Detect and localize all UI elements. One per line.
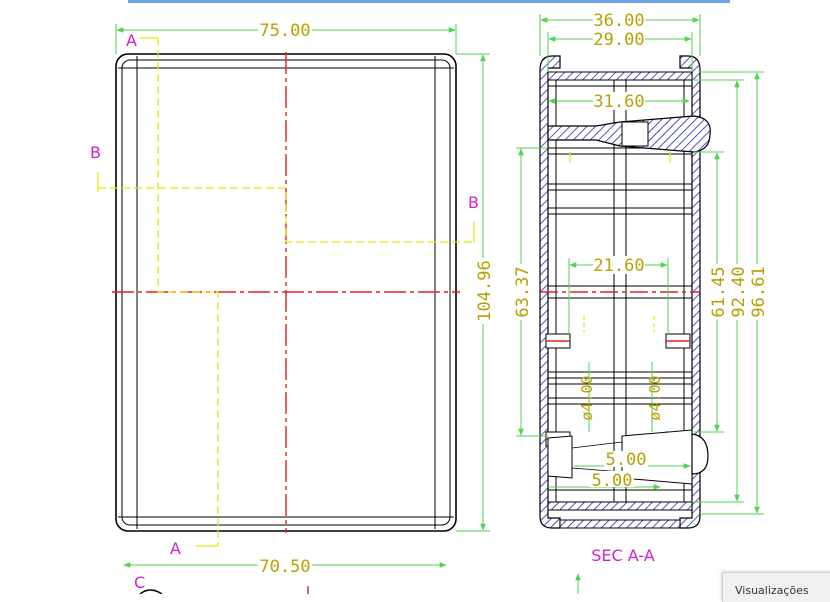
- section-top-plate: [547, 71, 693, 81]
- screw-boss-bottom: [547, 435, 573, 479]
- sec-dim-h2-label: 92.40: [729, 266, 749, 317]
- dim-text-bg-height: [474, 258, 492, 324]
- sec-dim-bg-h2: [728, 264, 746, 320]
- dim-text-bg-inner-width: [258, 554, 312, 572]
- sec-dim-wall-height-label: 63.37: [513, 266, 533, 317]
- sec-dim-boss-span-label: 31.60: [593, 92, 644, 112]
- dim-inner-width-label: 70.50: [259, 557, 310, 577]
- section-mark-b-left: B: [90, 143, 101, 162]
- sec-dim-hole-left-label: ø4.00: [578, 375, 596, 420]
- sec-dim-step-2-label: 5.00: [592, 471, 633, 491]
- sec-dim-h3-label: 96.61: [749, 266, 769, 317]
- section-title: SEC A-A: [591, 546, 655, 565]
- sec-dim-bg-boss-span: [593, 92, 645, 110]
- section-wall-right: [679, 55, 701, 529]
- sec-dim-outer-width-label: 36.00: [593, 11, 644, 31]
- sec-dim-inner-width-label: 29.00: [593, 30, 644, 50]
- dim-width-label: 75.00: [259, 21, 310, 41]
- sec-dim-step-1-label: 5.00: [606, 450, 647, 470]
- sec-dim-pin-span-label: 21.60: [593, 256, 644, 276]
- views-tooltip[interactable]: Visualizações: [722, 572, 830, 602]
- section-mark-a-top: A: [126, 31, 137, 50]
- sec-dim-h1-label: 61.45: [709, 266, 729, 317]
- sec-dim-bg-step-1: [604, 451, 648, 467]
- dim-height-label: 104.96: [475, 260, 495, 321]
- front-view: 75.00 104.96 70.50 A A B B C: [90, 20, 495, 594]
- section-bottom-plate: [547, 501, 693, 511]
- sec-dim-bg-step-2: [590, 471, 634, 487]
- section-view: 36.00 29.00 31.60 21.60 63.37 61.45: [307, 11, 769, 594]
- sec-dim-bg-wall-height: [512, 264, 530, 320]
- screw-hidden-bottom: [571, 441, 623, 449]
- sec-dim-bg-outer-width: [593, 11, 645, 29]
- sec-dim-bg-inner-width: [593, 30, 645, 48]
- section-wall-left: [539, 55, 561, 529]
- section-mark-a-bottom: A: [170, 539, 181, 558]
- pin-pockets: [545, 316, 691, 447]
- dim-text-bg-width: [258, 20, 312, 38]
- sec-dim-bg-pin-span: [593, 256, 645, 274]
- screw-head-bottom: [691, 433, 709, 475]
- screw-insert-top: [621, 121, 649, 147]
- section-bottom-rail: [559, 519, 681, 529]
- sec-dim-bg-h1: [708, 264, 726, 320]
- detail-c-arc: [139, 589, 163, 594]
- section-line-b: [98, 187, 474, 243]
- section-line-a: [157, 38, 219, 546]
- viewer-top-bar: [128, 0, 730, 3]
- views-tooltip-text: Visualizações: [735, 584, 809, 597]
- section-mark-b-right: B: [468, 193, 479, 212]
- detail-mark-c: C: [134, 573, 145, 592]
- sec-dim-hole-right-label: ø4.00: [646, 375, 664, 420]
- sec-dim-bg-h3: [748, 264, 766, 320]
